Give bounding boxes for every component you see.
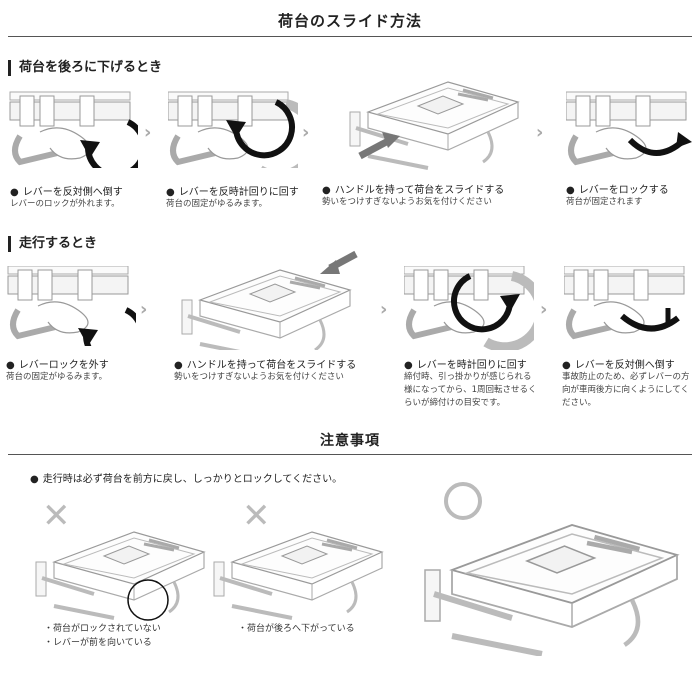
- chevron-right-icon: ›: [380, 299, 388, 320]
- lever-unlock-illustration: [8, 88, 138, 168]
- step-sub-text: 荷台の固定がゆるみます。: [6, 372, 108, 382]
- rack-slide-forward-illustration: [180, 250, 358, 350]
- step-main-text: レバーを反対側へ倒す: [562, 356, 698, 371]
- good-example-circle-icon: [444, 482, 482, 520]
- step-main-text: ハンドルを持って荷台をスライドする: [322, 181, 522, 196]
- page-title: 荷台のスライド方法: [277, 12, 422, 30]
- step-2-4: レバーを反対側へ倒す 事故防止のため、必ずレバーの方 向が車両後方に向くようにし…: [562, 356, 698, 410]
- caution-title: 注意事項: [320, 433, 380, 449]
- step-main-text: レバーを時計回りに回す: [404, 356, 554, 371]
- step-main-text: レバーを反時計回りに回す: [166, 183, 316, 198]
- step-main-text: ハンドルを持って荷台をスライドする: [174, 356, 374, 371]
- highlight-circle-icon: [127, 579, 169, 621]
- step-main-text: レバーロックを外す: [6, 356, 156, 371]
- step-sub-text: 荷台が固定されます: [566, 197, 643, 207]
- rack-slide-back-illustration: [348, 80, 520, 170]
- step-2-2: ハンドルを持って荷台をスライドする 勢いをつけすぎないようお気を付けください: [174, 356, 374, 384]
- step-sub-text: ださい。: [562, 398, 597, 408]
- bad-example-x-icon: ✕: [42, 496, 71, 536]
- step-sub-text: レバーのロックが外れます。: [10, 199, 120, 209]
- lever-rotate-cw-illustration: [404, 266, 534, 350]
- caution-note: 走行時は必ず荷台を前方に戻し、しっかりとロックしてください。: [30, 470, 342, 485]
- step-1-4: レバーをロックする 荷台が固定されます: [566, 181, 696, 209]
- step-sub-text: 事故防止のため、必ずレバーの方: [562, 372, 690, 382]
- chevron-right-icon: ›: [540, 299, 548, 320]
- step-sub-text: 勢いをつけすぎないようお気を付けください: [174, 372, 344, 382]
- step-main-text: レバーを反対側へ倒す: [10, 183, 150, 198]
- chevron-right-icon: ›: [140, 299, 148, 320]
- step-sub-text: 勢いをつけすぎないようお気を付けください: [322, 197, 492, 207]
- step-2-1: レバーロックを外す 荷台の固定がゆるみます。: [6, 356, 156, 384]
- step-main-text: レバーをロックする: [566, 181, 696, 196]
- step-2-3: レバーを時計回りに回す 締付時、引っ掛かりが感じられる 様になってから、1周回転…: [404, 356, 554, 410]
- caution-divider: [8, 454, 692, 455]
- lever-flip-illustration: [564, 266, 694, 346]
- section-title-slide-back: 荷台を後ろに下げるとき: [8, 60, 162, 76]
- chevron-right-icon: ›: [144, 122, 152, 143]
- chevron-right-icon: ›: [302, 122, 310, 143]
- lever-rotate-ccw-illustration: [168, 88, 298, 168]
- note-line: 荷台がロックされていない: [44, 622, 161, 636]
- lever-release-illustration: [6, 266, 136, 346]
- rotate-cw-icon: [620, 313, 680, 332]
- rotate-ccw-icon: [78, 310, 136, 346]
- title-divider: [8, 36, 692, 37]
- lever-lock-illustration: [566, 88, 692, 168]
- note-line: 荷台が後ろへ下がっている: [238, 622, 355, 636]
- step-sub-text: 様になってから、1周回転させるく: [404, 385, 537, 395]
- step-sub-text: 荷台の固定がゆるみます。: [166, 199, 268, 209]
- bad-example-2-notes: 荷台が後ろへ下がっている: [238, 622, 355, 636]
- step-sub-text: 締付時、引っ掛かりが感じられる: [404, 372, 532, 382]
- step-sub-text: らいが締付けの目安です。: [404, 398, 506, 408]
- chevron-right-icon: ›: [536, 122, 544, 143]
- step-1-1: レバーを反対側へ倒す レバーのロックが外れます。: [10, 183, 150, 211]
- step-sub-text: 向が車両後方に向くようにしてく: [562, 385, 689, 395]
- bad-example-unlocked-illustration: [34, 530, 206, 621]
- rotate-ccw-icon: [80, 122, 138, 168]
- bad-example-slid-back-illustration: [212, 530, 384, 620]
- good-example-locked-illustration: [416, 486, 692, 656]
- section-title-driving: 走行するとき: [8, 236, 97, 252]
- bad-example-x-icon: ✕: [242, 496, 271, 536]
- note-line: レバーが前を向いている: [44, 636, 161, 650]
- bad-example-1-notes: 荷台がロックされていない レバーが前を向いている: [44, 622, 161, 650]
- step-1-3: ハンドルを持って荷台をスライドする 勢いをつけすぎないようお気を付けください: [322, 181, 522, 209]
- slide-arrow-icon: [358, 136, 392, 160]
- step-1-2: レバーを反時計回りに回す 荷台の固定がゆるみます。: [166, 183, 316, 211]
